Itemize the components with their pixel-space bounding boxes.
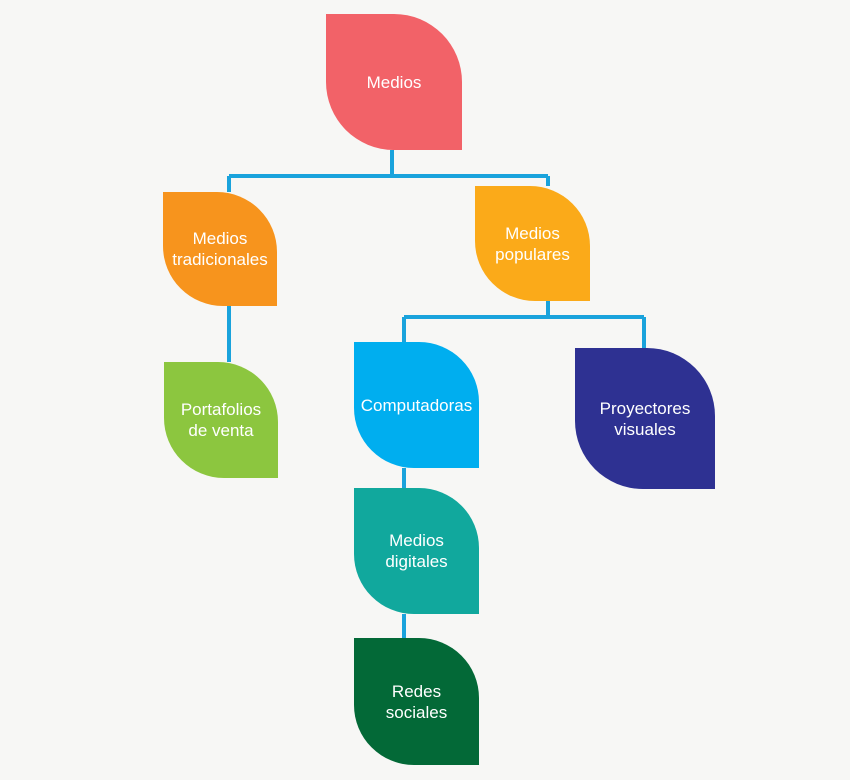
node-label-line2: digitales (385, 552, 448, 571)
node-label-line1: Proyectores (599, 398, 691, 418)
node-label-line2: de venta (188, 421, 254, 440)
node-label: Medios (366, 72, 422, 92)
node-label-line1: Medios (505, 223, 560, 243)
node-label-line2: populares (495, 244, 570, 264)
node-proyectores-visuales: Proyectores visuales (575, 348, 715, 489)
node-portafolios-de-venta: Portafolios de venta (164, 362, 278, 478)
node-redes-sociales: Redes sociales (354, 638, 479, 765)
node-medios-tradicionales: Medios tradicionales (163, 192, 277, 306)
node-label-line1: Medios (192, 229, 248, 248)
node-medios: Medios (326, 14, 462, 150)
node-label: Computadoras (360, 395, 473, 415)
node-label-line1: Portafolios (180, 400, 262, 419)
node-medios-digitales: Medios digitales (354, 488, 479, 614)
node-label-line2: tradicionales (172, 250, 268, 269)
node-label-line1: Redes (391, 681, 442, 701)
node-label-line1: Medios (389, 531, 444, 550)
node-computadoras: Computadoras (354, 342, 479, 468)
node-medios-populares: Medios populares (475, 186, 590, 301)
node-label-line2: visuales (614, 419, 676, 439)
node-label-line2: sociales (385, 702, 448, 722)
